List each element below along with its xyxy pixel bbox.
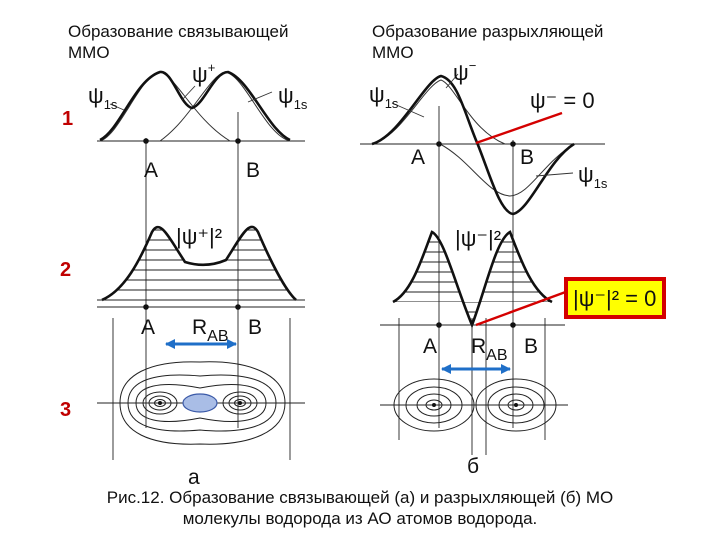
density-zero-callout: |ψ⁻|² = 0 [564,277,666,319]
antibonding-header-line1: Образование разрыхляющей [372,22,603,41]
antibonding-psi-minus-squared-label: |ψ⁻|² [455,226,501,251]
bonding-psi1s-left-curve [99,71,231,142]
bonding-atom-b-row1: В [246,159,260,182]
bonding-electron-density-region [182,393,218,413]
bonding-nucleus-b-row1 [235,138,241,144]
psi-minus-zero-label: ψ⁻ = 0 [530,88,595,113]
row-number-2: 2 [60,259,71,281]
antibonding-nucleus-a-row1 [436,141,442,147]
bonding-psi-plus-squared-label: |ψ⁺|² [176,224,222,249]
row-number-3: 3 [60,399,71,421]
bonding-atom-a-row1: А [144,159,158,182]
bonding-psi1s-left-label: ψ1s [88,83,118,112]
antibonding-nucleus-b-row2 [510,322,516,328]
caption-line1: Рис.12. Образование связывающей (а) и ра… [107,488,614,507]
bonding-density-curve [101,225,297,302]
antibonding-atom-b-row2: В [524,335,538,358]
bonding-nucleus-a-row2 [143,304,149,310]
antibonding-atom-b-row1: В [520,146,534,169]
bonding-header-line2: ММО [68,43,110,62]
antibonding-rab-label: RAB [471,335,508,364]
antibonding-nucleus-a-row2 [436,322,442,328]
bonding-psi-plus-label: ψ+ [192,60,215,87]
bonding-atom-b-row2: В [248,316,262,339]
antibonding-psi-minus-label: ψ− [453,58,476,85]
bonding-atom-a-row2: А [141,316,155,339]
bonding-nucleus-b-row2 [235,304,241,310]
antibonding-atom-a-row1: А [411,146,425,169]
bonding-nucleus-a-row1 [143,138,149,144]
panel-label-bonding: а [188,466,200,489]
antibonding-psi1s-negative-label: ψ1s [578,162,608,191]
density-zero-label: |ψ⁻|² = 0 [573,286,656,311]
caption-line2: молекулы водорода из АО атомов водорода. [183,509,538,528]
bonding-psi-plus-curve [99,70,291,142]
antibonding-header-line2: ММО [372,43,414,62]
antibonding-psi-minus-curve [371,74,575,216]
antibonding-guide-lines [398,106,546,455]
antibonding-atom-a-row2: А [423,335,437,358]
bonding-psi1s-right-label: ψ1s [278,83,308,112]
panel-label-antibonding: б [467,455,479,478]
node-pointer-line [475,111,563,145]
bonding-header-line1: Образование связывающей [68,22,288,41]
bonding-rab-label: RAB [192,316,229,345]
antibonding-psi1s-label: ψ1s [369,82,399,111]
density-node-pointer-line [475,288,572,327]
antibonding-nucleus-b-row1 [510,141,516,147]
antibonding-psi1s-positive-curve [371,79,506,145]
bonding-psi1s-right-curve [159,71,291,142]
row-number-1: 1 [62,108,73,130]
antibonding-psi1s-negative-curve [439,143,576,197]
